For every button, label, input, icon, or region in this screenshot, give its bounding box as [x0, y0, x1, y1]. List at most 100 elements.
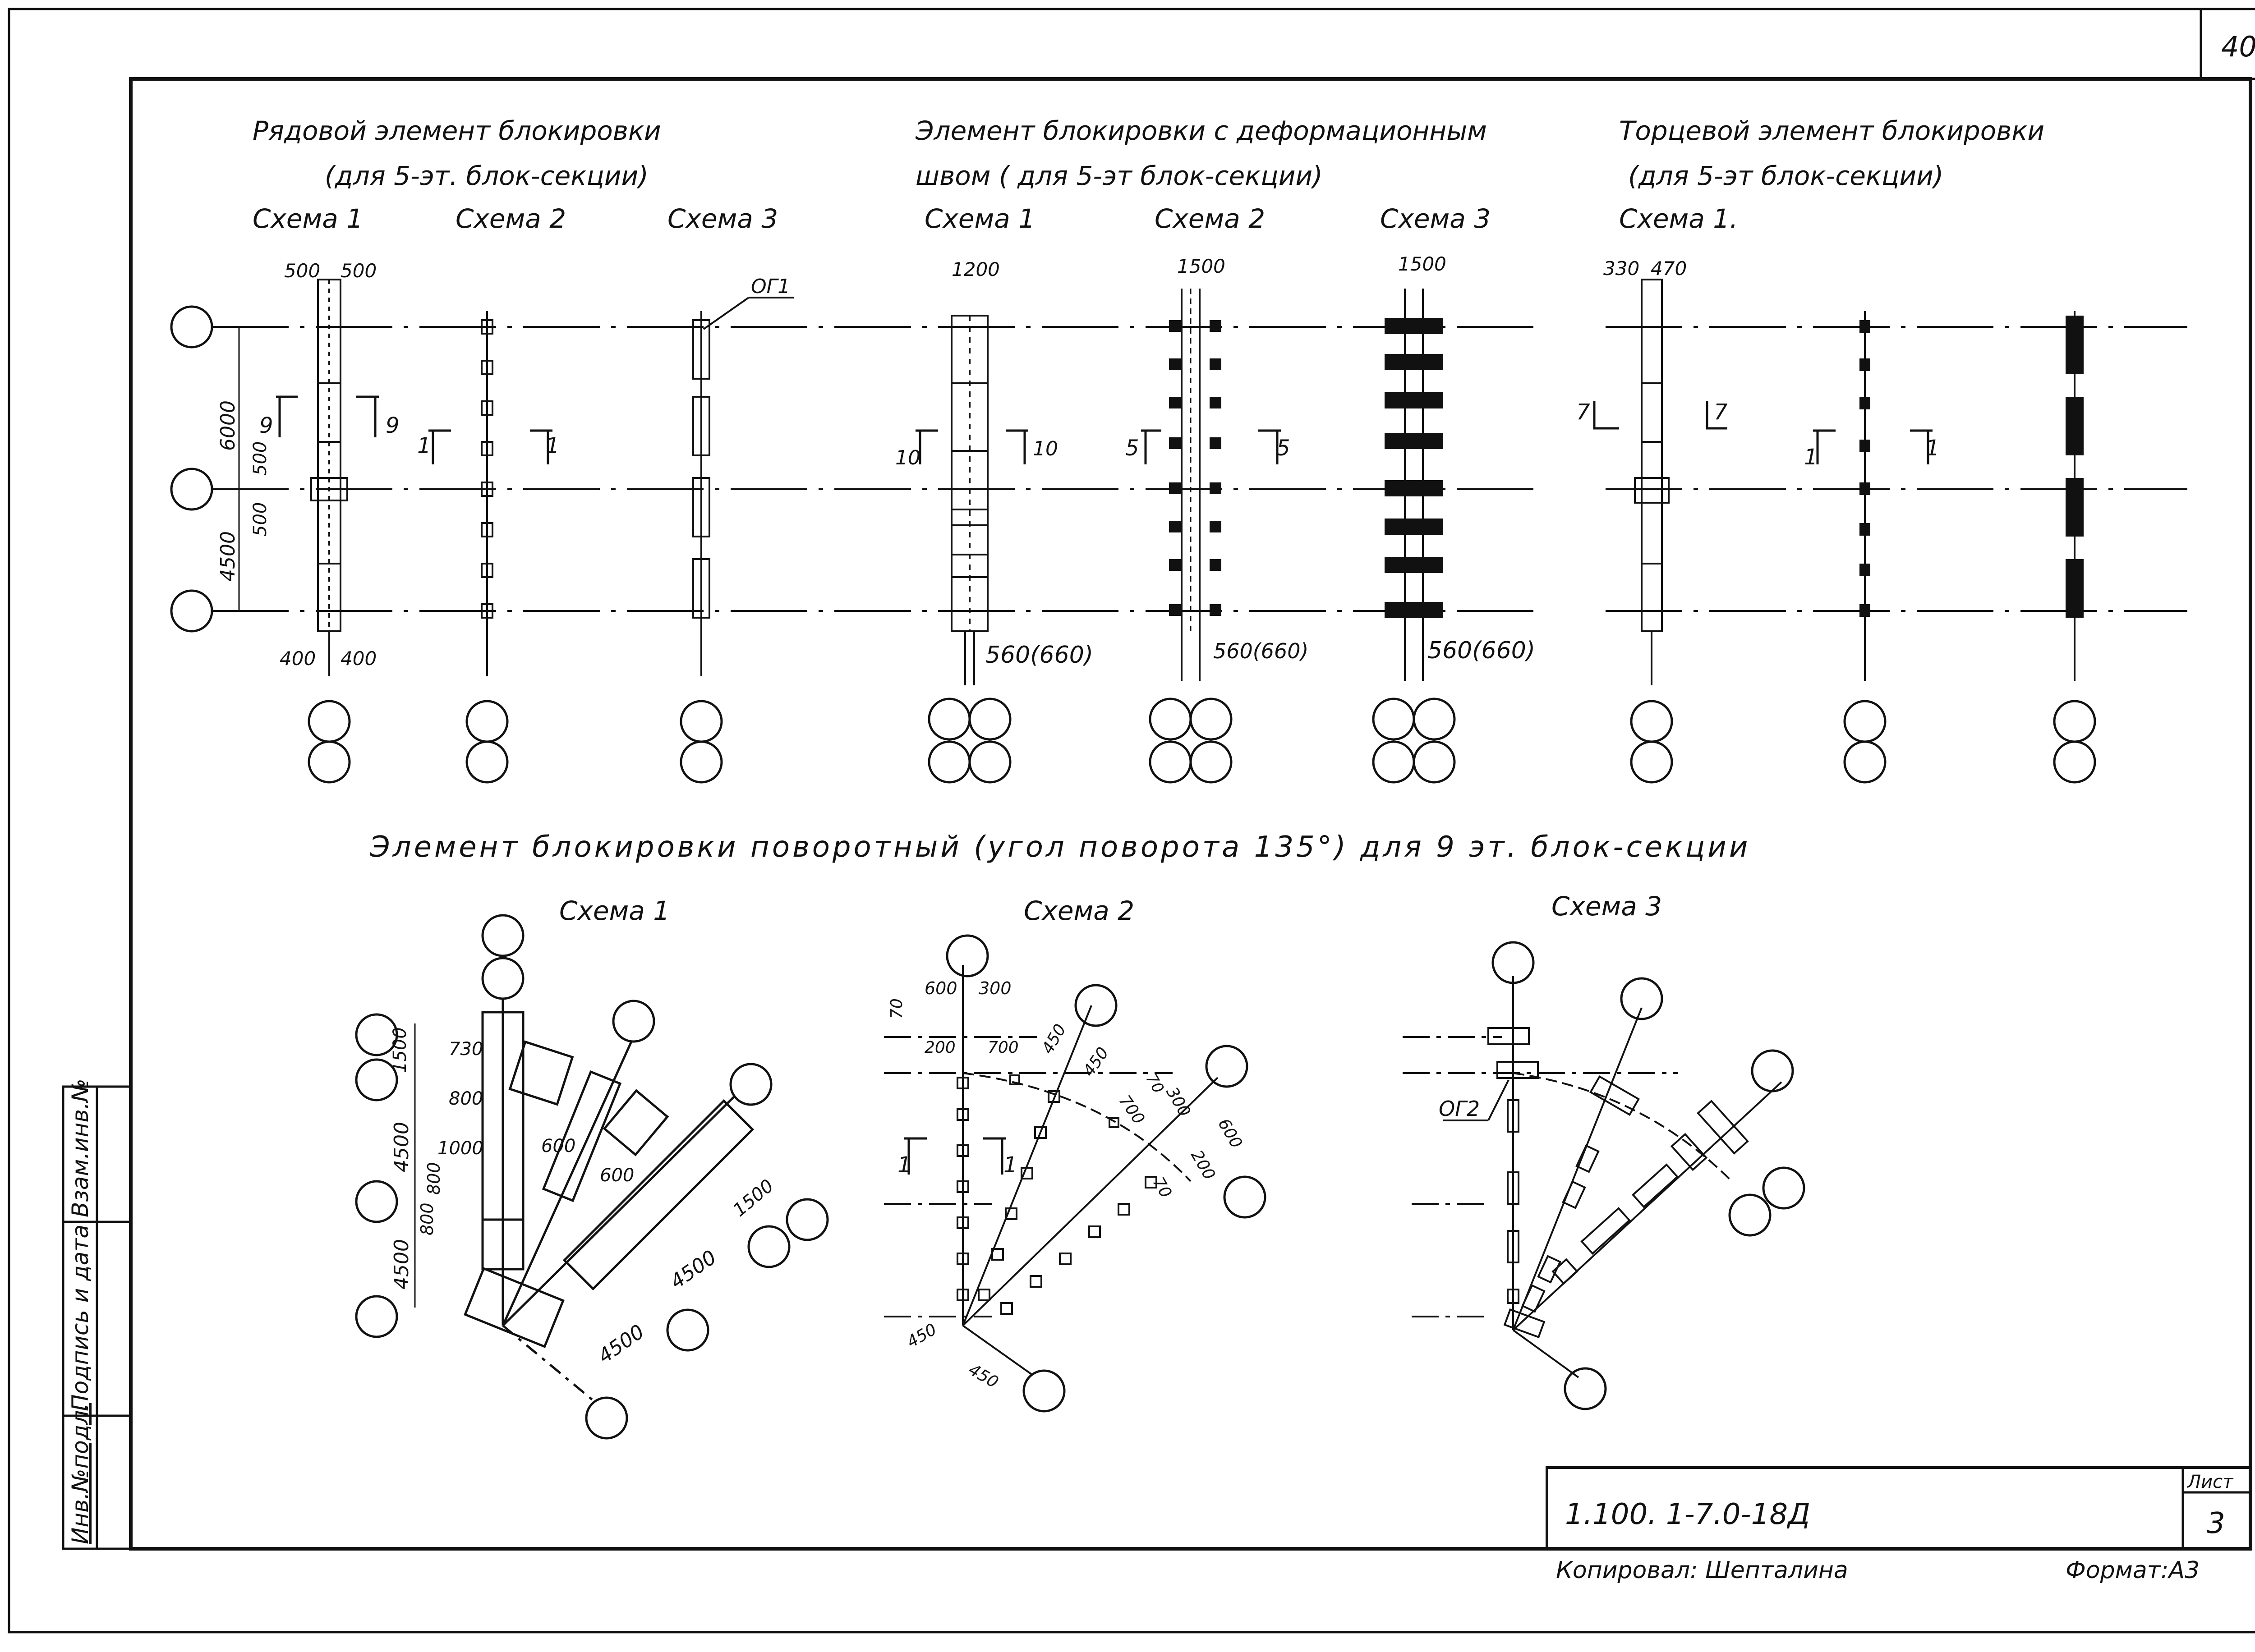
dim-deform-w2: 1500: [1177, 255, 1225, 277]
svg-text:1000: 1000: [437, 1138, 483, 1159]
turn-cut-1-right: 1: [1003, 1152, 1017, 1178]
title-block: 1.100. 1-7.0-18Д Лист 3 Копировал: Шепта…: [1546, 1466, 2252, 1584]
sheet-label: Лист: [2186, 1472, 2234, 1492]
deform-scheme-2: Схема 2: [1155, 203, 1265, 234]
svg-text:800: 800: [449, 1088, 483, 1109]
cut-5-right: 5: [1276, 436, 1290, 461]
end-title-2: (для 5-эт блок-секции): [1628, 161, 1943, 191]
turn-scheme-1: Схема 1: [559, 895, 670, 926]
stamp-col2: Подпись и дата: [67, 1225, 93, 1411]
svg-text:450: 450: [966, 1360, 1002, 1392]
row-element-title-2: (для 5-эт. блок-секции): [325, 161, 649, 191]
svg-text:700: 700: [1115, 1092, 1148, 1128]
deform-scheme2-wall: [1169, 289, 1221, 681]
panel-label-og1: ОГ1: [751, 275, 790, 298]
deform-scheme-1: Схема 1: [925, 203, 1035, 234]
svg-text:450: 450: [904, 1320, 940, 1352]
dim-deform-gap3: 560(660): [1427, 637, 1535, 664]
dim-row-span1: 6000: [216, 400, 239, 451]
left-stamp: Взам.инв.№ Подпись и дата Инв.№подл.: [62, 1078, 132, 1550]
row-scheme1-wall: [310, 279, 348, 676]
dim-row-joint-down: 500: [250, 502, 271, 537]
deform-scheme-3: Схема 3: [1380, 203, 1491, 234]
outer-frame: [8, 8, 2255, 1634]
row-bubbles-bottom: [308, 700, 723, 784]
cut-10-left: 10: [895, 446, 920, 469]
turn-scheme2-dims: 70 600 300 200 700 450 450 700 70 300 60…: [888, 978, 1246, 1392]
end-scheme2-wall: [1859, 311, 1870, 681]
dim-deform-gap1: 560(660): [985, 642, 1093, 669]
stamp-col3: Взам.инв.№: [67, 1078, 93, 1217]
deform-scheme3-wall: [1385, 289, 1443, 681]
svg-text:600: 600: [925, 978, 957, 998]
cut-1-left: 1: [417, 433, 431, 459]
svg-text:4500: 4500: [594, 1320, 649, 1368]
svg-text:200: 200: [925, 1038, 956, 1057]
cut-5-left: 5: [1125, 436, 1139, 461]
dim-end-left: 330: [1603, 257, 1639, 280]
inner-frame: [129, 77, 2252, 1551]
dim-row-bottom-left: 400: [280, 647, 316, 670]
page-number: 40: [2221, 30, 2255, 63]
cut-7-right: 7: [1714, 399, 1728, 425]
svg-text:600: 600: [600, 1165, 634, 1186]
svg-text:4500: 4500: [390, 1122, 413, 1172]
turn-scheme-2: Схема 2: [1024, 895, 1134, 926]
drawing-code: 1.100. 1-7.0-18Д: [1565, 1498, 1810, 1531]
end-scheme1-wall: [1634, 279, 1670, 685]
dim-row-joint-up: 500: [250, 441, 271, 476]
turn-title: Элемент блокировки поворотный (угол пово…: [369, 831, 1750, 864]
end-title-1: Торцевой элемент блокировки: [1619, 115, 2044, 146]
end-scheme-1: Схема 1.: [1619, 203, 1738, 234]
svg-text:450: 450: [1080, 1044, 1113, 1080]
stamp-col1: Инв.№подл.: [67, 1403, 93, 1544]
svg-text:300: 300: [979, 978, 1012, 998]
page-number-box: [2200, 8, 2255, 80]
svg-text:200: 200: [1187, 1147, 1219, 1183]
turn-scheme2-plan: [884, 934, 1266, 1413]
row-element-title-1: Рядовой элемент блокировки: [253, 115, 661, 146]
svg-text:1500: 1500: [390, 1027, 410, 1073]
dim-row-top-right: 500: [341, 260, 377, 282]
end-bubbles: [1630, 700, 2096, 784]
cut-7-left: 7: [1576, 399, 1590, 425]
panel-label-og2: ОГ2: [1439, 1097, 1480, 1121]
svg-text:1500: 1500: [729, 1175, 778, 1221]
end-cut-1-left: 1: [1804, 445, 1818, 470]
svg-text:600: 600: [541, 1136, 575, 1156]
svg-text:800: 800: [417, 1202, 437, 1235]
sheet-number: 3: [2207, 1507, 2225, 1540]
svg-text:700: 700: [988, 1038, 1019, 1057]
svg-text:4500: 4500: [666, 1246, 721, 1294]
deform-scheme1-wall: [951, 315, 989, 685]
row-scheme-3: Схема 3: [667, 203, 778, 234]
dim-deform-w1: 1200: [952, 258, 1000, 280]
dim-end-right: 470: [1651, 257, 1687, 280]
axis-bubbles-left: [170, 305, 213, 633]
turn-scheme1-plan: [355, 914, 829, 1440]
dim-row-top-left: 500: [284, 260, 320, 282]
svg-text:300: 300: [1162, 1084, 1194, 1120]
svg-text:600: 600: [1214, 1115, 1246, 1152]
row-scheme-2: Схема 2: [456, 203, 566, 234]
cut-10-right: 10: [1033, 437, 1058, 460]
copied-by: Копировал: Шепталина: [1556, 1557, 1848, 1584]
deform-title-2: швом ( для 5-эт блок-секции): [916, 161, 1323, 191]
turn-scheme-3: Схема 3: [1551, 891, 1662, 922]
deform-scheme2-bubbles: [1149, 698, 1233, 784]
row-scheme-1: Схема 1: [253, 203, 363, 234]
svg-text:730: 730: [449, 1039, 483, 1060]
deform-scheme3-bubbles: [1372, 698, 1456, 784]
turn-scheme1-dims: 1500 730 800 4500 1000 800 800 4500 600 …: [390, 1027, 778, 1368]
cut-9-right: 9: [386, 413, 400, 438]
svg-text:4500: 4500: [390, 1239, 413, 1289]
deform-scheme1-bubbles: [928, 698, 1012, 784]
svg-text:450: 450: [1038, 1021, 1070, 1057]
dim-row-span2: 4500: [216, 531, 239, 582]
deform-title-1: Элемент блокировки с деформационным: [915, 115, 1487, 146]
axis-lines-top: [212, 326, 2187, 612]
dim-row-bottom-right: 400: [341, 647, 377, 670]
turn-scheme3-plan: [1403, 941, 1805, 1410]
end-scheme3-wall: [2066, 311, 2084, 681]
